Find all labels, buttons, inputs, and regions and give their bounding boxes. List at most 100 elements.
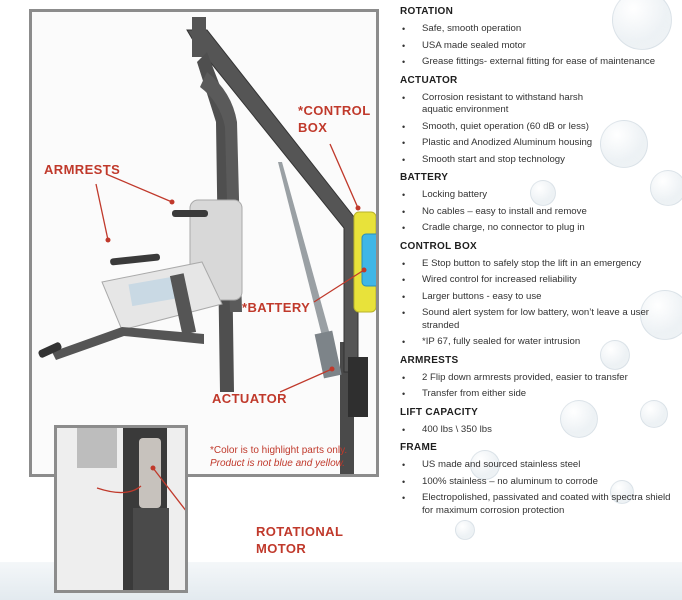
- feature-text: Safe, smooth operation: [422, 23, 522, 34]
- feature-text: 2 Flip down armrests provided, easier to…: [422, 371, 628, 383]
- bullet-icon: •: [402, 372, 406, 383]
- bullet-icon: •: [402, 308, 406, 318]
- feature-item: • Larger buttons - easy to use: [400, 291, 680, 304]
- bubble-decoration: [470, 450, 500, 480]
- bullet-icon: •: [402, 57, 406, 67]
- bubble-decoration: [600, 340, 630, 370]
- bullet-icon: •: [402, 258, 406, 269]
- rotational-callout-line1: ROTATIONAL: [256, 524, 344, 539]
- feature-text: E Stop button to safely stop the lift in…: [422, 257, 642, 269]
- feature-text: US made and sourced stainless steel: [422, 459, 581, 470]
- control-box-callout-line2: BOX: [298, 120, 328, 135]
- bubble-decoration: [612, 0, 672, 50]
- color-note-line2: Product is not blue and yellow.: [210, 458, 346, 469]
- bullet-icon: •: [402, 389, 406, 399]
- feature-item: • Smooth, quiet operation (60 dB or less): [400, 121, 680, 134]
- feature-text: Smooth start and stop technology: [422, 153, 565, 165]
- bubble-decoration: [600, 120, 648, 168]
- feature-text: 100% stainless – no aluminum to corrode: [422, 475, 598, 487]
- section-title: FRAME: [400, 442, 438, 453]
- feature-item: • Grease fittings- external fitting for e…: [400, 56, 680, 69]
- color-note: *Color is to highlight parts only. Produ…: [210, 444, 347, 470]
- bullet-icon: •: [402, 275, 406, 285]
- color-note-line1: *Color is to highlight parts only.: [210, 445, 348, 456]
- section-title: ACTUATOR: [400, 74, 458, 86]
- feature-text: 400 lbs \ 350 lbs: [422, 423, 492, 435]
- bullet-icon: •: [402, 460, 406, 470]
- bullet-icon: •: [402, 92, 406, 103]
- control-box-callout: *CONTROL BOX: [298, 102, 371, 136]
- bubble-decoration: [530, 180, 556, 206]
- bubble-decoration: [640, 290, 682, 340]
- section-lift-capacity: LIFT CAPACITY • 400 lbs \ 350 lbs: [400, 405, 680, 437]
- feature-item: • Electropolished, passivated and coated …: [400, 492, 680, 517]
- feature-text: USA made sealed motor: [422, 39, 526, 51]
- feature-item: • *IP 67, fully sealed for water intrusio…: [400, 336, 680, 349]
- bullet-icon: •: [402, 190, 406, 200]
- rotational-motor-illustration: [57, 428, 185, 590]
- section-control-box: CONTROL BOX • E Stop button to safely sto…: [400, 239, 680, 349]
- feature-item: • E Stop button to safely stop the lift i…: [400, 258, 680, 271]
- feature-item: • Cradle charge, no connector to plug in: [400, 222, 680, 235]
- feature-text: Corrosion resistant to withstand harsh a…: [422, 91, 584, 116]
- feature-text: Grease fittings- external fitting for ea…: [422, 56, 656, 67]
- section-rotation: ROTATION • Safe, smooth operation • USA ma…: [400, 4, 680, 69]
- section-title: LIFT CAPACITY: [400, 406, 479, 418]
- control-box-callout-line1: *CONTROL: [298, 103, 371, 118]
- rotational-callout-line2: MOTOR: [256, 541, 307, 556]
- bullet-icon: •: [402, 476, 406, 487]
- bullet-icon: •: [402, 223, 406, 233]
- section-title: BATTERY: [400, 172, 449, 183]
- product-image-frame: ARMRESTS *CONTROL BOX *BATTERY ACTUATOR …: [29, 9, 379, 477]
- feature-item: • Smooth start and stop technology: [400, 154, 680, 167]
- bullet-icon: •: [402, 493, 406, 503]
- feature-item: •Locking battery: [400, 189, 680, 202]
- section-frame: FRAME • US made and sourced stainless ste…: [400, 440, 680, 517]
- bubble-decoration: [560, 400, 598, 438]
- bullet-icon: •: [402, 424, 406, 435]
- feature-text: *IP 67, fully sealed for water intrusion: [422, 336, 581, 347]
- bullet-icon: •: [402, 206, 406, 217]
- feature-item: • 100% stainless – no aluminum to corrode: [400, 476, 680, 489]
- section-title: ARMRESTS: [400, 354, 459, 366]
- feature-text: Smooth, quiet operation (60 dB or less): [422, 120, 589, 132]
- battery-callout: *BATTERY: [242, 300, 311, 315]
- bullet-icon: •: [402, 40, 406, 51]
- feature-item: • Sound alert system for low battery, won…: [400, 307, 680, 332]
- feature-item: • 2 Flip down armrests provided, easier t…: [400, 372, 680, 385]
- bullet-icon: •: [402, 291, 406, 302]
- bubble-decoration: [610, 480, 634, 504]
- rotational-motor-inset: [54, 425, 188, 593]
- armrests-callout: ARMRESTS: [44, 162, 121, 177]
- rotational-motor-callout: ROTATIONAL MOTOR: [256, 523, 343, 557]
- section-title: ROTATION: [400, 6, 454, 17]
- bubble-decoration: [640, 400, 668, 428]
- pool-lift-illustration: [38, 17, 376, 474]
- section-armrests: ARMRESTS • 2 Flip down armrests provided,…: [400, 353, 680, 401]
- bullet-icon: •: [402, 154, 406, 165]
- feature-text: Plastic and Anodized Aluminum housing: [422, 137, 593, 148]
- bullet-icon: •: [402, 24, 406, 34]
- bullet-icon: •: [402, 138, 406, 148]
- feature-item: • Corrosion resistant to withstand harsh …: [400, 92, 680, 117]
- feature-item: • USA made sealed motor: [400, 40, 680, 53]
- bullet-icon: •: [402, 337, 406, 347]
- feature-text: No cables – easy to install and remove: [422, 205, 587, 217]
- feature-item: • No cables – easy to install and remove: [400, 206, 680, 219]
- feature-text: Larger buttons - easy to use: [422, 290, 542, 302]
- bubble-decoration: [650, 170, 682, 206]
- feature-item: • Plastic and Anodized Aluminum housing: [400, 137, 680, 150]
- feature-text: Cradle charge, no connector to plug in: [422, 222, 585, 233]
- feature-item: • Safe, smooth operation: [400, 23, 680, 36]
- section-title: CONTROL BOX: [400, 240, 478, 252]
- section-battery: BATTERY •Locking battery • No cables – ea…: [400, 170, 680, 235]
- features-list: ROTATION • Safe, smooth operation • USA ma…: [400, 4, 680, 521]
- feature-text: Transfer from either side: [422, 388, 527, 399]
- feature-item: • 400 lbs \ 350 lbs: [400, 424, 680, 437]
- feature-text: Electropolished, passivated and coated w…: [422, 492, 671, 516]
- bullet-icon: •: [402, 121, 406, 132]
- feature-item: •Wired control for increased reliability: [400, 274, 680, 287]
- feature-text: Sound alert system for low battery, won’…: [422, 307, 649, 331]
- bubble-decoration: [455, 520, 475, 540]
- feature-item: • Transfer from either side: [400, 388, 680, 401]
